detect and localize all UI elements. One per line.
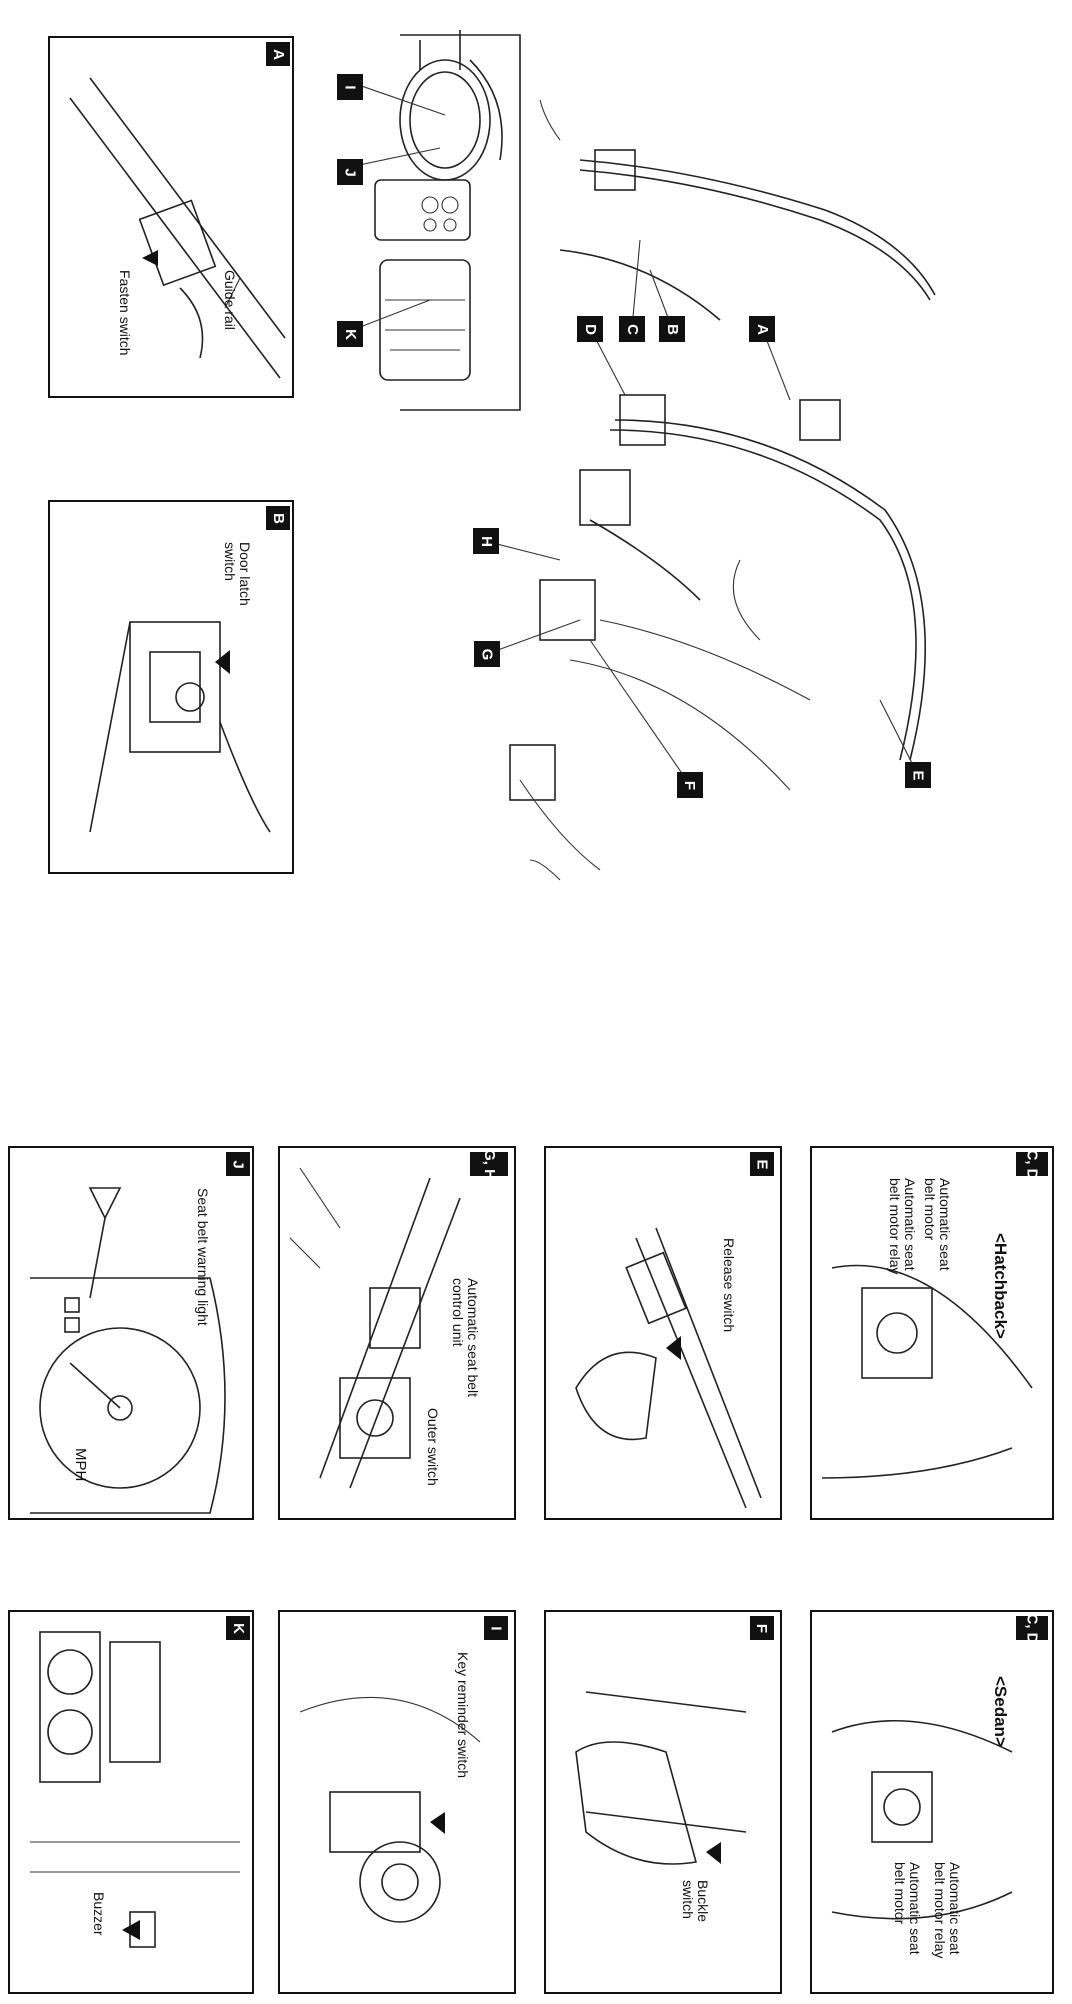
hatchback-relay-label: Automatic seat belt motor relay bbox=[887, 1178, 918, 1275]
panel-e-release-switch: E Release switch bbox=[544, 1146, 782, 1520]
callout-j: J bbox=[337, 159, 363, 185]
panel-tag: K bbox=[226, 1616, 250, 1640]
panel-tag: I bbox=[484, 1616, 508, 1640]
outer-switch-label: Outer switch bbox=[425, 1408, 441, 1486]
panel-k-buzzer: K Buzzer bbox=[8, 1610, 254, 1994]
panel-tag: B bbox=[266, 506, 290, 530]
callout-k: K bbox=[337, 321, 363, 347]
callout-c: C bbox=[619, 316, 645, 342]
callout-h: H bbox=[473, 528, 499, 554]
buzzer-drawing bbox=[30, 1631, 240, 1948]
hatchback-motor-label: Automatic seat belt motor bbox=[922, 1178, 953, 1271]
panel-cd-sedan: C, D <Sedan> Automatic seat belt motor r… bbox=[810, 1610, 1054, 1994]
panel-tag: J bbox=[226, 1152, 250, 1176]
fasten-switch-label: Fasten switch bbox=[117, 270, 133, 356]
panel-tag: A bbox=[266, 42, 290, 66]
guide-rail-label: Guide rail bbox=[222, 270, 238, 330]
door-latch-drawing bbox=[89, 621, 271, 833]
control-unit-drawing bbox=[289, 1167, 461, 1489]
callout-e: E bbox=[905, 762, 931, 788]
callout-f: F bbox=[677, 772, 703, 798]
panel-cd-hatchback: C, D <Hatchback> Automatic seat belt mot… bbox=[810, 1146, 1054, 1520]
door-latch-switch-label: Door latch switch bbox=[222, 542, 253, 606]
callout-g: G bbox=[474, 641, 500, 667]
buckle-drawing bbox=[575, 1691, 747, 1865]
sedan-motor-drawing bbox=[831, 1719, 1013, 1920]
release-switch-drawing bbox=[575, 1227, 762, 1509]
panel-tag: G, H bbox=[470, 1149, 508, 1179]
panel-tag: C, D bbox=[1016, 1613, 1048, 1643]
speedometer-unit: MPH bbox=[72, 1448, 89, 1482]
panel-tag: E bbox=[750, 1152, 774, 1176]
panel-f-buckle-switch: F Buckle switch bbox=[544, 1610, 782, 1994]
ignition-drawing bbox=[299, 1697, 481, 1923]
release-switch-label: Release switch bbox=[721, 1238, 737, 1333]
callout-a: A bbox=[749, 316, 775, 342]
panel-tag: F bbox=[750, 1616, 774, 1640]
buzzer-label: Buzzer bbox=[91, 1892, 107, 1936]
buckle-switch-label: Buckle switch bbox=[680, 1880, 711, 1923]
panel-b-door-latch: B Door latch switch bbox=[48, 500, 294, 874]
panel-tag: C, D bbox=[1016, 1149, 1048, 1179]
dashboard-drawing bbox=[374, 30, 521, 411]
hatchback-motor-drawing bbox=[821, 1264, 1033, 1479]
control-unit-label: Automatic seat belt control unit bbox=[450, 1278, 481, 1398]
panel-i-key-reminder: I Key reminder switch bbox=[278, 1610, 516, 1994]
callout-i: I bbox=[337, 74, 363, 100]
speedometer-drawing bbox=[30, 1187, 226, 1514]
panel-gh-control-unit: G, H Automatic seat belt control unit Ou… bbox=[278, 1146, 516, 1520]
sedan-relay-label: Automatic seat belt motor relay bbox=[932, 1862, 963, 1959]
seat-belt-warning-light-label: Seat belt warning light bbox=[195, 1188, 211, 1326]
callout-b: B bbox=[659, 316, 685, 342]
panel-a-fasten-switch: A Guide rail Fasten switch bbox=[48, 36, 294, 398]
guide-rail-drawing bbox=[69, 77, 286, 379]
seatbelt-rail-drawing bbox=[509, 99, 936, 881]
callout-d: D bbox=[577, 316, 603, 342]
key-reminder-switch-label: Key reminder switch bbox=[455, 1652, 471, 1779]
panel-j-warning-light: J Seat belt warning light MPH bbox=[8, 1146, 254, 1520]
sedan-motor-label: Automatic seat belt motor bbox=[892, 1862, 923, 1955]
